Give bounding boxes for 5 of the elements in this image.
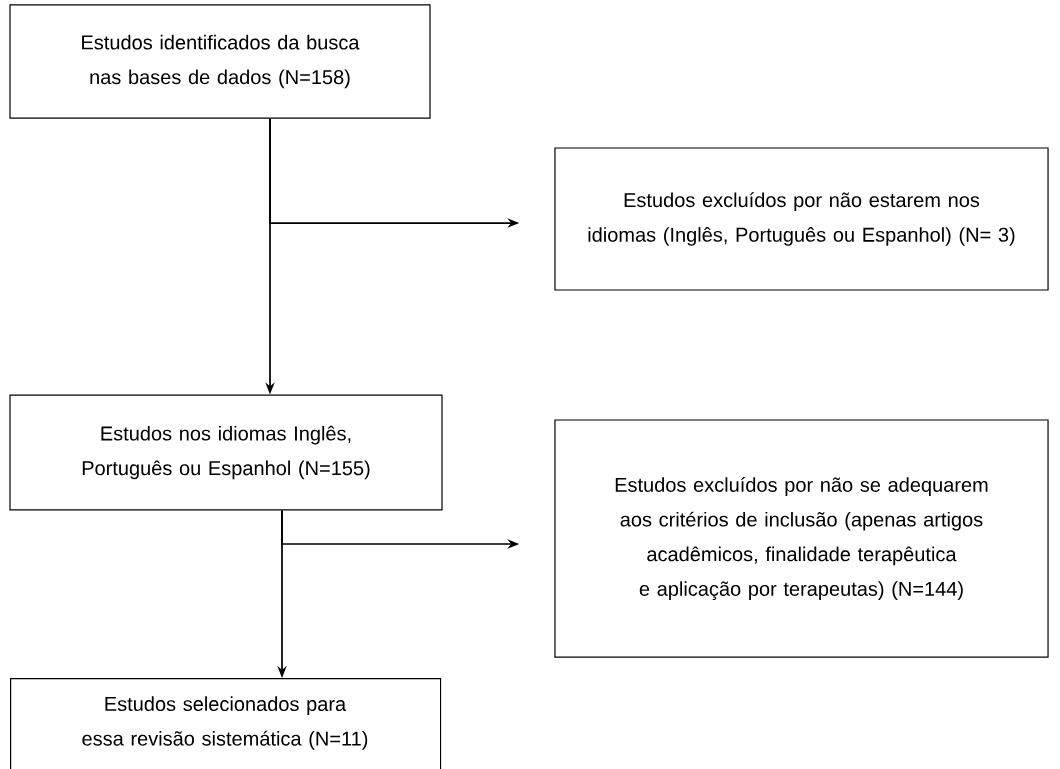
process-box: Estudos selecionados para essa revisão sistemática (N=11) bbox=[10, 678, 442, 769]
process-box: Estudos excluídos por não se adequarem aos critérios de inclusão (apenas artigos acadêmicos, finalidade terapêutica e aplicação por terapeutas) (N=144) bbox=[554, 419, 1049, 658]
process-box: Estudos identificados da busca nas bases de dados (N=158) bbox=[9, 4, 431, 119]
process-box: Estudos nos idiomas Inglês, Português ou Espanhol (N=155) bbox=[9, 394, 443, 511]
process-box: Estudos excluídos por não estarem nos idiomas (Inglês, Português ou Espanhol) (N= 3) bbox=[554, 147, 1049, 291]
